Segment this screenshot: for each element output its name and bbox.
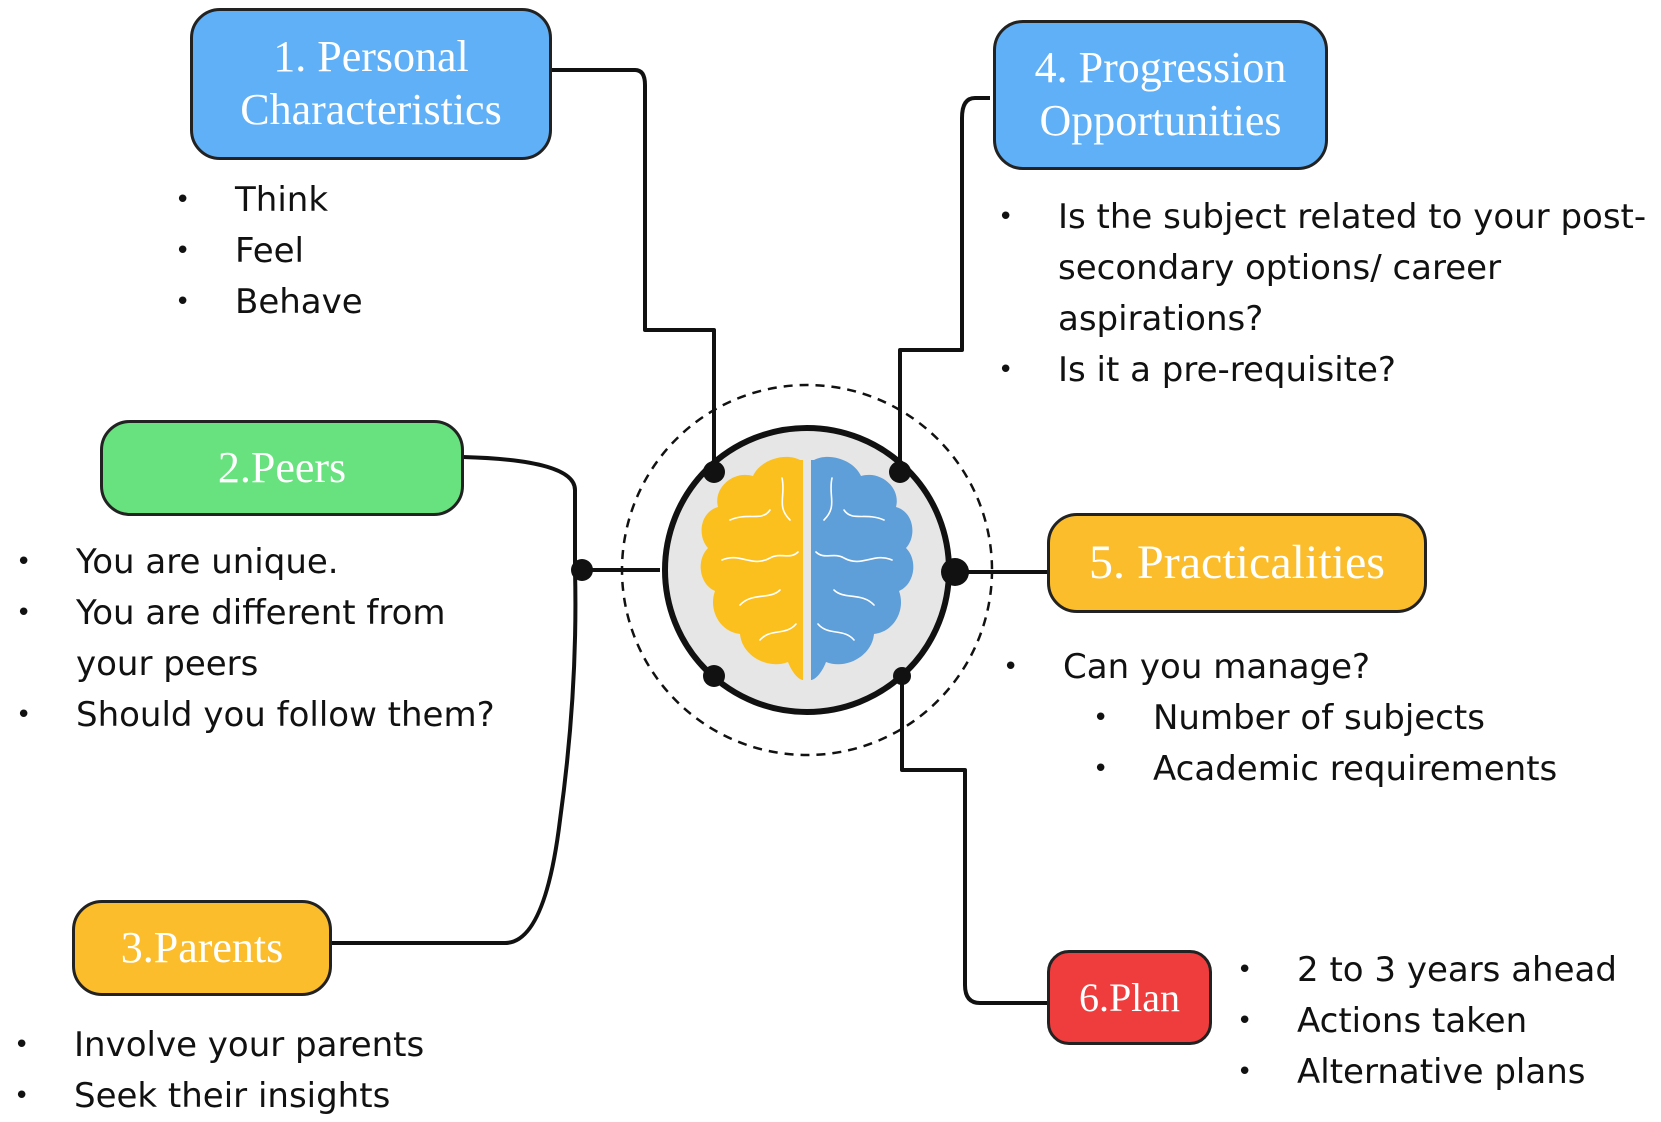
connector-dots [571, 461, 969, 687]
connector-peers [462, 455, 660, 572]
dot-left [571, 559, 593, 581]
node-practicalities-label: 5. Practicalities [1089, 536, 1385, 590]
node-practicalities: 5. Practicalities [1047, 513, 1427, 613]
list-item: Actions taken [1237, 996, 1617, 1047]
list-item: You are unique. [16, 537, 495, 588]
list-item: Is the subject related to your post- sec… [998, 192, 1646, 345]
node-progression-opportunities: 4. Progression Opportunities [993, 20, 1328, 170]
list-item: Involve your parents [14, 1020, 424, 1071]
connector-plan [900, 672, 1047, 1005]
node-plan-label: 6.Plan [1078, 974, 1181, 1020]
list-item: Feel [175, 226, 363, 277]
node-peers-label: 2.Peers [217, 442, 347, 492]
list-item: Alternative plans [1237, 1047, 1617, 1098]
list-practicalities: Can you manage? Number of subjects Acade… [1003, 642, 1557, 795]
node-parents: 3.Parents [72, 900, 332, 996]
list-item: Think [175, 175, 363, 226]
node-personal-characteristics: 1. Personal Characteristics [190, 8, 552, 160]
node-plan: 6.Plan [1047, 950, 1212, 1045]
connector-personal [550, 68, 716, 470]
brain-icon [700, 456, 914, 680]
list-personal: Think Feel Behave [175, 175, 363, 328]
list-subitem: Academic requirements [1003, 744, 1557, 795]
dot-bottom-right [893, 667, 911, 685]
list-item: 2 to 3 years ahead [1237, 945, 1617, 996]
node-progression-label: 4. Progression Opportunities [1034, 43, 1287, 145]
brain-right-half [811, 456, 914, 680]
dot-top-left [703, 461, 725, 483]
dot-right [941, 558, 969, 586]
connector-parents [330, 569, 578, 945]
list-parents: Involve your parents Seek their insights [14, 1020, 424, 1122]
brain-left-half [700, 456, 803, 680]
list-item: Is it a pre-requisite? [998, 345, 1646, 396]
node-parents-label: 3.Parents [120, 922, 284, 972]
list-item: Should you follow them? [16, 690, 495, 741]
dot-top-right [889, 461, 911, 483]
node-peers: 2.Peers [100, 420, 464, 516]
list-item: Can you manage? [1003, 642, 1557, 693]
list-item: Seek their insights [14, 1071, 424, 1122]
list-item: Behave [175, 277, 363, 328]
node-personal-label: 1. Personal Characteristics [240, 32, 502, 134]
hub-dashed-ring [620, 383, 994, 757]
dot-bottom-left [703, 665, 725, 687]
hub [620, 383, 994, 757]
list-progression: Is the subject related to your post- sec… [998, 192, 1646, 396]
list-item: You are different from your peers [16, 588, 495, 690]
list-plan: 2 to 3 years ahead Actions taken Alterna… [1237, 945, 1617, 1098]
connector-progression [898, 96, 990, 470]
list-subitem: Number of subjects [1003, 693, 1557, 744]
list-peers: You are unique. You are different from y… [16, 537, 495, 741]
